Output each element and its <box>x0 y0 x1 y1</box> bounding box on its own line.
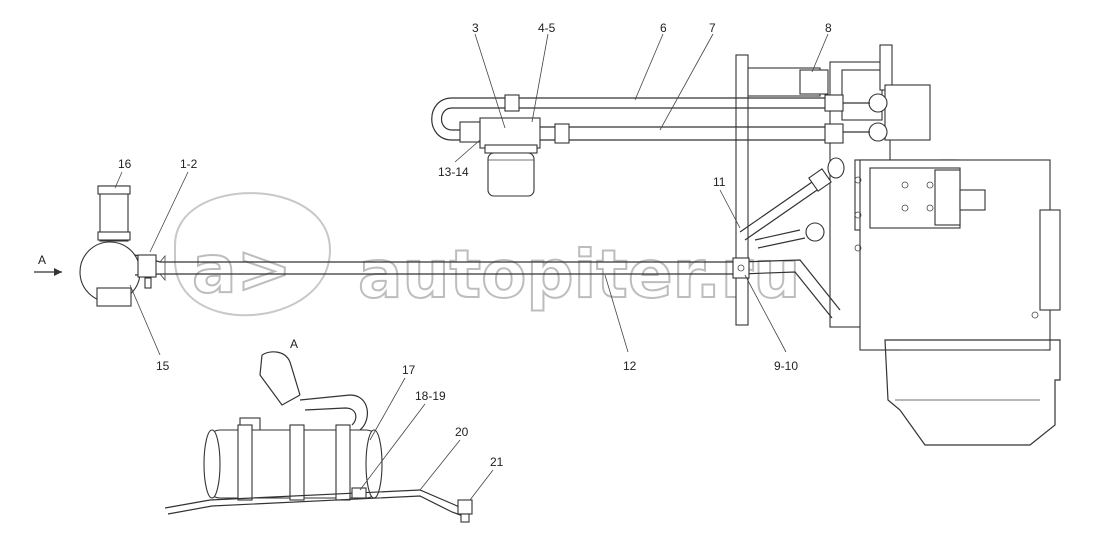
label-16: 16 <box>118 157 132 171</box>
view-arrow-a <box>34 268 62 276</box>
label-a-view: A <box>290 337 298 351</box>
label-3: 3 <box>472 21 479 35</box>
label-20: 20 <box>455 425 469 439</box>
label-6: 6 <box>660 21 667 35</box>
watermark-logo-letters: a> <box>192 231 292 308</box>
air-cleaner <box>79 185 166 307</box>
pipe-7 <box>540 102 888 144</box>
watermark-logo-shield <box>174 192 332 317</box>
label-15: 15 <box>156 359 170 373</box>
pipe-12 <box>160 257 841 319</box>
label-11: 11 <box>713 175 726 189</box>
view-a-detail <box>164 351 473 523</box>
label-17: 17 <box>402 363 416 377</box>
label-1-2: 1-2 <box>180 157 198 171</box>
pipe-11 <box>739 157 845 249</box>
watermark: a> autopiter.ru <box>174 192 801 317</box>
label-7: 7 <box>709 21 716 35</box>
label-12: 12 <box>623 359 637 373</box>
label-13-14: 13-14 <box>438 165 469 179</box>
fuel-filter <box>459 117 541 197</box>
pipe-6 <box>431 93 888 141</box>
callout-labels: 3 4-5 6 7 8 13-14 16 1-2 11 A 15 12 9-10… <box>38 21 832 469</box>
label-a-arrow: A <box>38 253 46 267</box>
label-8: 8 <box>825 21 832 35</box>
label-21: 21 <box>490 455 504 469</box>
label-18-19: 18-19 <box>415 389 446 403</box>
leader-lines <box>114 33 829 501</box>
label-4-5: 4-5 <box>538 21 556 35</box>
label-9-10: 9-10 <box>774 359 798 373</box>
